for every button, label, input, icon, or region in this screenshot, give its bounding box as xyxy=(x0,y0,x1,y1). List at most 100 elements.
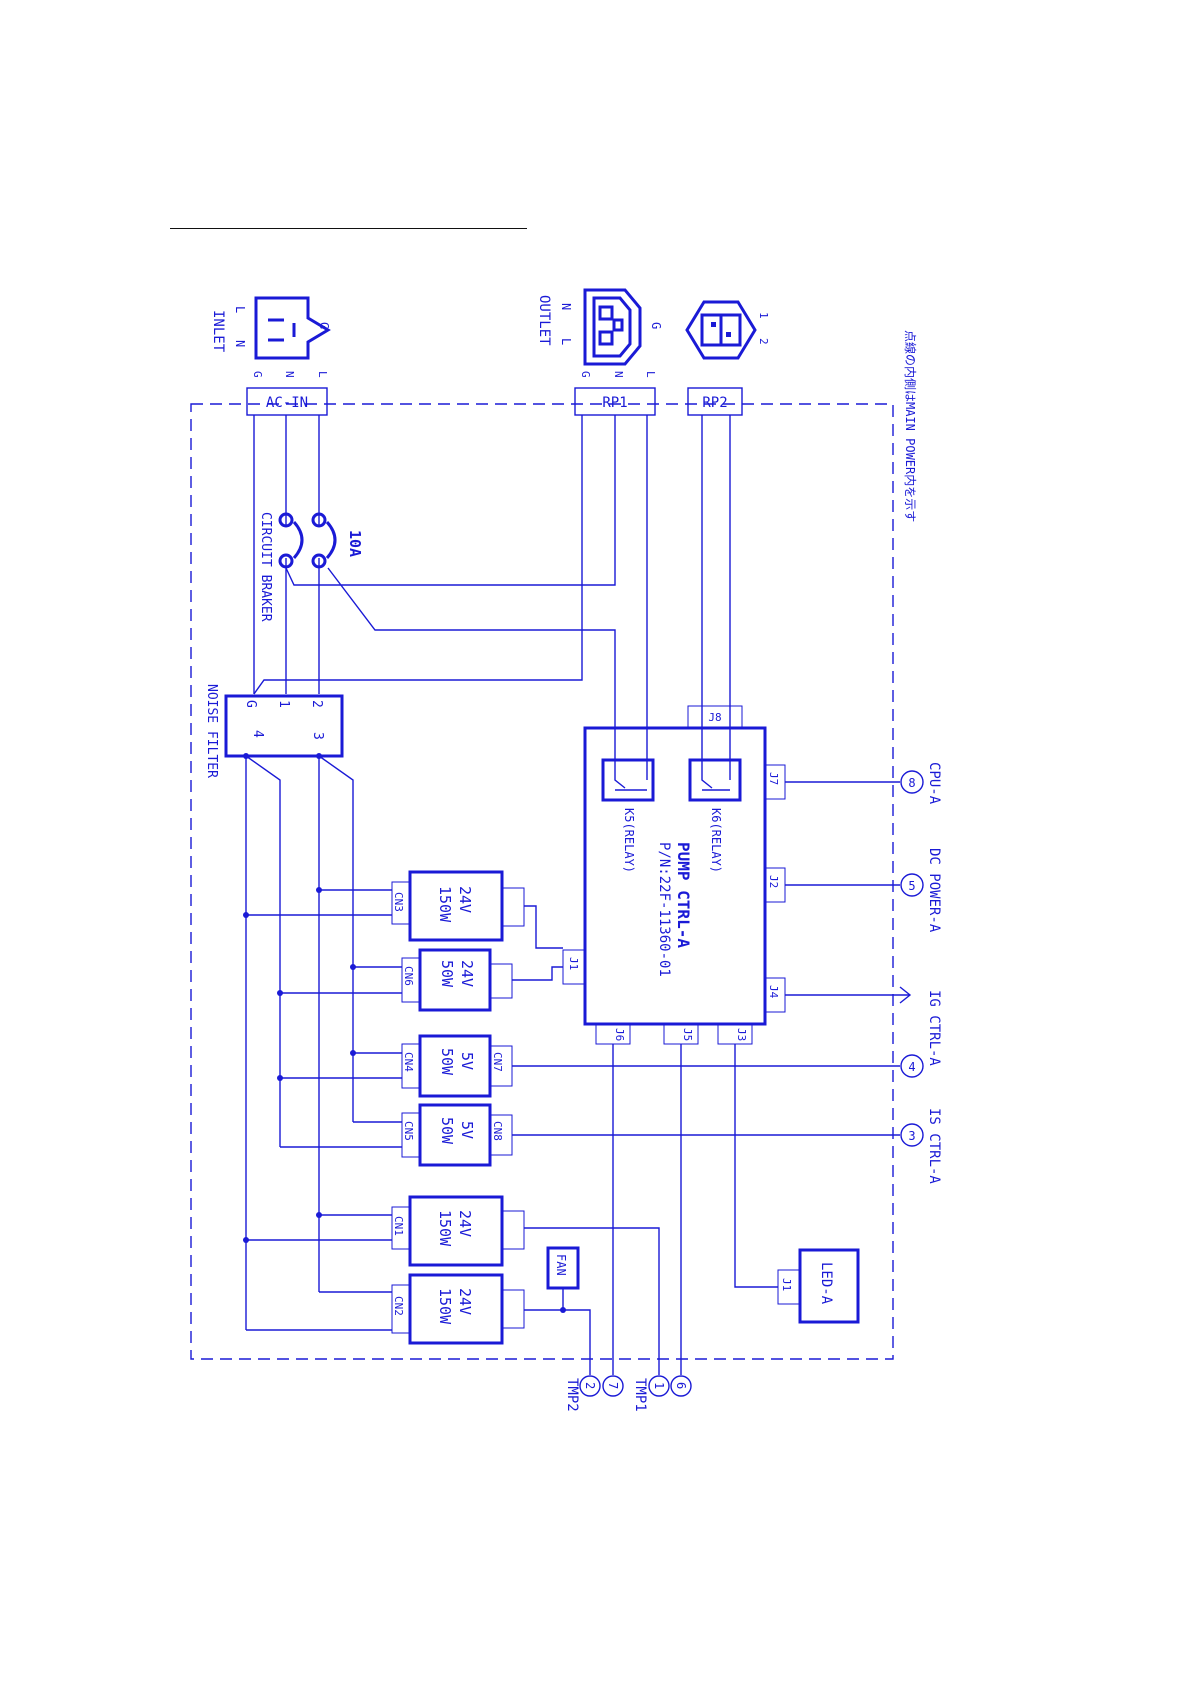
signal-wiring xyxy=(512,781,912,1375)
rp1-label: RP1 xyxy=(602,395,627,411)
terminal-dc-power-label: DC POWER-A xyxy=(926,848,942,933)
relay-k6-icon xyxy=(688,758,742,802)
pump-ctrl-j7-label: J7 xyxy=(767,772,780,785)
terminal-dc-power-num: 5 xyxy=(908,879,915,893)
outlet-pin-n: N xyxy=(559,303,573,310)
fan-label: FAN xyxy=(554,1254,568,1276)
psu-24v-150w-cn1 xyxy=(391,1195,525,1267)
psu-1-watts: 150W xyxy=(436,886,454,923)
outlet-pin-g: G xyxy=(649,322,663,329)
psu-4-out: CN8 xyxy=(491,1121,504,1141)
tmp1-num-6: 6 xyxy=(674,1382,688,1389)
pump-ctrl-j4-label: J4 xyxy=(767,985,780,999)
inlet-pin-g: G xyxy=(317,322,331,329)
terminal-ig-ctrl xyxy=(900,1054,924,1078)
noise-filter-pin-g: G xyxy=(243,700,258,708)
tmp2-label: TMP2 xyxy=(564,1378,580,1412)
tmp2-num-2: 2 xyxy=(583,1382,597,1389)
rp2-label: RP2 xyxy=(702,395,727,411)
psu-24v-150w-cn3 xyxy=(391,870,525,942)
ac-in-pin-l: L xyxy=(316,371,329,378)
psu-3-in: CN4 xyxy=(402,1052,415,1072)
pump-ctrl-j8-label: J8 xyxy=(708,711,721,724)
pump-ctrl-name: PUMP CTRL-A xyxy=(674,842,693,948)
ac-in-pin-g: G xyxy=(251,371,264,378)
inlet-connector-icon xyxy=(254,296,331,360)
relay-k5-label: K5(RELAY) xyxy=(622,808,636,873)
ac-wiring xyxy=(253,415,731,760)
rp1-pin-g: G xyxy=(579,371,592,378)
psu-2-in: CN6 xyxy=(402,966,415,986)
noise-filter-pin-1: 1 xyxy=(276,700,291,708)
outlet-connector-icon xyxy=(583,288,642,366)
psu-4-watts: 50W xyxy=(438,1117,456,1145)
psu-3-volts: 5V xyxy=(458,1052,476,1070)
terminal-ig-ctrl-label: IG CTRL-A xyxy=(926,990,942,1066)
psu-5-watts: 150W xyxy=(436,1210,454,1247)
dc-input-buses xyxy=(243,753,402,1331)
pump-ctrl-j6-label: J6 xyxy=(613,1028,626,1041)
terminal-tmp xyxy=(579,1375,692,1397)
psu-24v-50w-cn6 xyxy=(401,948,513,1012)
outlet-label: OUTLET xyxy=(536,295,552,346)
psu-3-watts: 50W xyxy=(438,1048,456,1076)
psu-6-in: CN2 xyxy=(392,1296,405,1316)
psu-1-volts: 24V xyxy=(456,886,474,913)
psu-3-out: CN7 xyxy=(491,1052,504,1072)
tmp1-label: TMP1 xyxy=(632,1378,648,1412)
title-underline xyxy=(170,228,527,229)
inlet-label: INLET xyxy=(210,310,226,353)
terminal-is-ctrl-label: IS CTRL-A xyxy=(926,1108,942,1184)
breaker-rating: 10A xyxy=(346,530,364,557)
terminal-cpu-num: 8 xyxy=(908,776,915,790)
terminal-dc-power xyxy=(900,873,924,897)
noise-filter-block xyxy=(224,694,344,758)
led-a-j1-label: J1 xyxy=(780,1278,793,1291)
noise-filter-pin-2: 2 xyxy=(309,700,324,708)
main-power-note: 点線の内側はMAIN POWER内を示す xyxy=(903,330,918,522)
inlet-pin-l: L xyxy=(233,306,247,313)
ac-in-label: AC-IN xyxy=(266,395,308,411)
psu-4-in: CN5 xyxy=(402,1121,415,1141)
main-power-boundary xyxy=(190,403,894,1360)
circuit-breaker-icon xyxy=(278,512,337,569)
outlet-pin-l: L xyxy=(559,338,573,345)
terminal-is-ctrl xyxy=(900,1123,924,1147)
pump-ctrl-j1-label: J1 xyxy=(567,957,580,970)
psu-2-volts: 24V xyxy=(458,960,476,987)
psu-24v-150w-cn2 xyxy=(391,1273,525,1345)
noise-filter-pin-3: 3 xyxy=(310,732,325,740)
pump-ctrl-j8 xyxy=(687,705,743,729)
psu-6-volts: 24V xyxy=(456,1288,474,1315)
ac-in-block xyxy=(246,387,328,416)
psu-6-watts: 150W xyxy=(436,1288,454,1325)
breaker-label: CIRCUIT BRAKER xyxy=(258,512,273,622)
terminal-cpu xyxy=(900,770,924,794)
noise-filter-pin-4: 4 xyxy=(250,730,265,738)
psu-1-in: CN3 xyxy=(392,892,405,912)
tmp2-num-7: 7 xyxy=(606,1382,620,1389)
pump-ctrl-j3-label: J3 xyxy=(735,1028,748,1041)
terminal-is-ctrl-num: 3 xyxy=(908,1129,915,1143)
rp2-plug-icon xyxy=(685,300,757,360)
rp2-plug-pin-1: 1 xyxy=(757,312,770,319)
pump-ctrl-pn: P/N:22F-11360-01 xyxy=(656,842,672,977)
psu-2-watts: 50W xyxy=(438,960,456,988)
relay-k6-label: K6(RELAY) xyxy=(709,808,723,873)
terminal-ig-ctrl-num: 4 xyxy=(908,1060,915,1074)
psu-5-volts: 24V xyxy=(456,1210,474,1237)
rp1-pin-n: N xyxy=(612,371,625,378)
relay-k5-icon xyxy=(601,758,655,802)
inlet-pin-n: N xyxy=(233,340,247,347)
rp2-plug-pin-2: 2 xyxy=(757,338,770,345)
led-a-label: LED-A xyxy=(818,1262,834,1305)
psu-5-in: CN1 xyxy=(392,1216,405,1236)
pump-ctrl-j5-label: J5 xyxy=(681,1028,694,1041)
rp2-block xyxy=(687,387,743,416)
pump-ctrl-j2-label: J2 xyxy=(767,875,780,888)
noise-filter-label: NOISE FILTER xyxy=(204,684,219,778)
tmp1-num-1: 1 xyxy=(652,1382,666,1389)
psu-4-volts: 5V xyxy=(458,1121,476,1139)
ac-in-pin-n: N xyxy=(283,371,296,378)
